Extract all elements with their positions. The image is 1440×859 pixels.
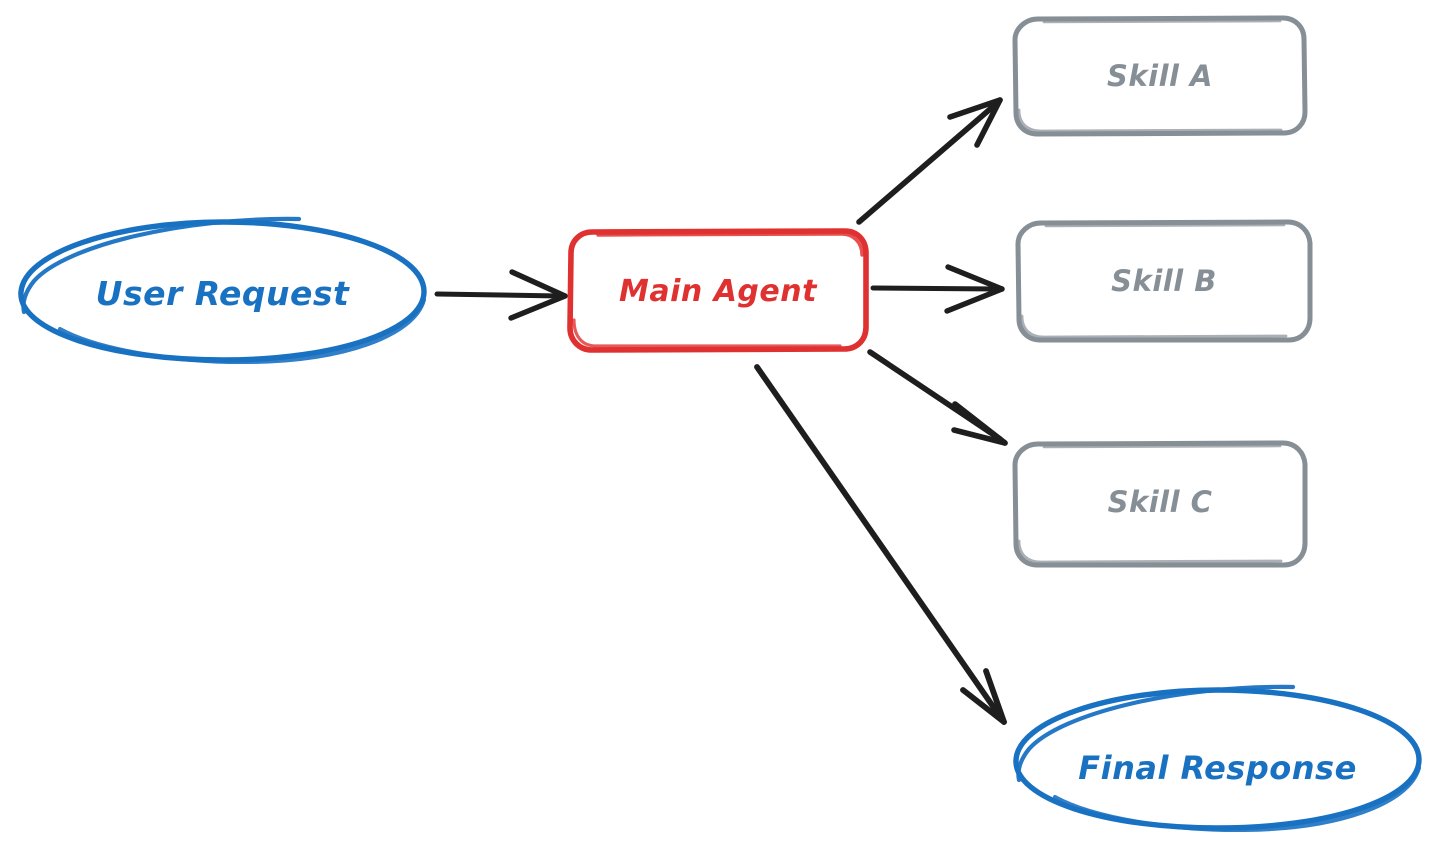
- node-final-response-shape[interactable]: [1013, 684, 1422, 833]
- node-final-response[interactable]: [1015, 690, 1420, 828]
- node-main-agent[interactable]: [570, 231, 866, 349]
- edge-agent-to-skill-c[interactable]: [867, 349, 1008, 446]
- node-user-request[interactable]: [20, 222, 425, 360]
- edge-agent-to-skill-b[interactable]: [870, 264, 1005, 314]
- node-label-skill-b: Skill B: [1111, 264, 1217, 298]
- node-label-skill-a: Skill A: [1106, 59, 1214, 93]
- node-main-agent-shape[interactable]: [567, 228, 869, 353]
- node-skill-c-shape[interactable]: [1012, 440, 1308, 568]
- edge-user-to-agent[interactable]: [434, 269, 568, 321]
- node-label-skill-c: Skill C: [1107, 485, 1213, 519]
- node-skill-a[interactable]: [1015, 18, 1305, 134]
- node-label-final-response: Final Response: [1078, 749, 1357, 787]
- edge-agent-to-skill-a[interactable]: [856, 97, 1003, 225]
- node-skill-b[interactable]: [1018, 222, 1310, 340]
- node-skill-a-shape[interactable]: [1012, 15, 1308, 137]
- node-skill-c[interactable]: [1015, 443, 1305, 565]
- node-skill-b-shape[interactable]: [1015, 219, 1313, 343]
- edge-agent-to-final[interactable]: [754, 364, 1007, 725]
- node-label-user-request: User Request: [95, 273, 350, 313]
- node-user-request-shape[interactable]: [18, 216, 427, 365]
- node-label-main-agent: Main Agent: [619, 273, 817, 309]
